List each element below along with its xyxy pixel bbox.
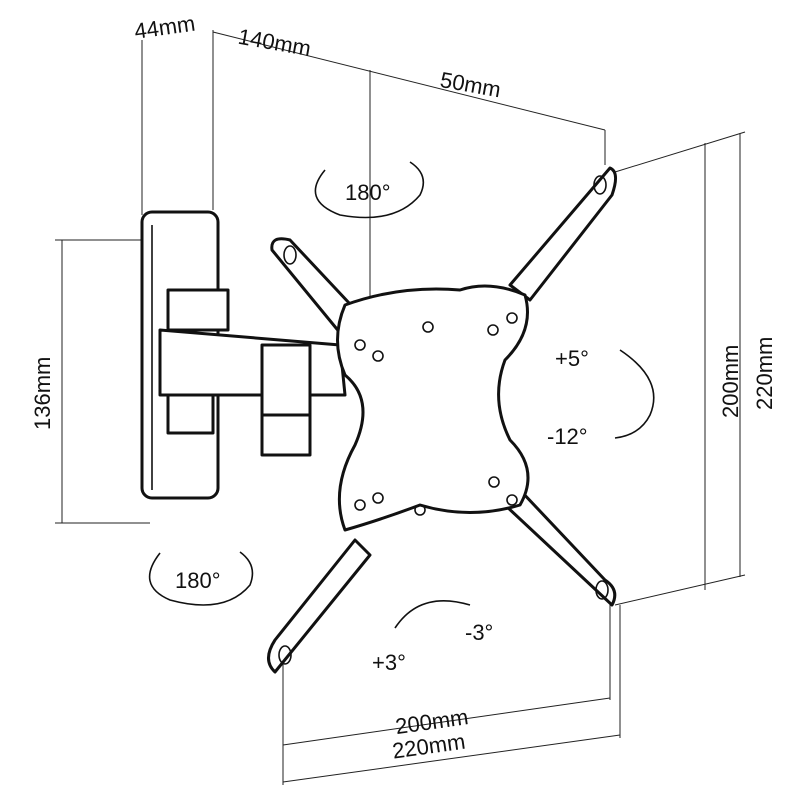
dim-44mm: 44mm: [133, 11, 197, 44]
level-arrow-icon: [394, 599, 471, 629]
label-level-minus: -3°: [465, 620, 493, 645]
label-tilt-up: +5°: [555, 346, 589, 371]
dim-vertical-200mm: 200mm: [718, 345, 743, 418]
swing-arm: [158, 288, 347, 457]
dimension-lines: [55, 30, 746, 785]
dim-50mm: 50mm: [438, 67, 503, 102]
swivel-bottom-arrow-icon: [148, 551, 254, 606]
vesa-plate: [267, 166, 617, 674]
rotation-arrows: [148, 161, 655, 629]
swivel-top-arrow-icon: [314, 161, 425, 219]
dim-136mm: 136mm: [30, 357, 55, 430]
label-swivel-bottom: 180°: [175, 568, 221, 593]
dim-140mm: 140mm: [236, 24, 313, 61]
label-swivel-top: 180°: [345, 180, 391, 205]
dim-vertical-220mm: 220mm: [752, 337, 777, 410]
tilt-arrow-icon: [614, 349, 655, 439]
label-tilt-down: -12°: [547, 424, 588, 449]
label-level-plus: +3°: [372, 650, 406, 675]
